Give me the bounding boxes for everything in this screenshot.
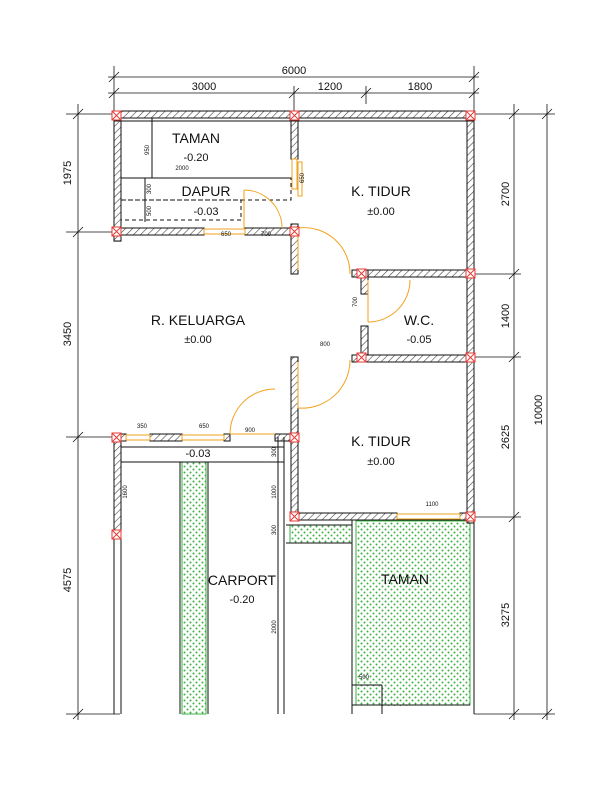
sdim-700-dapur: 700 [261,232,272,238]
dim-top-right: 1800 [408,81,432,93]
sdim-650-keluarga: 650 [199,424,210,430]
column-marker [465,268,476,279]
dim-left-1: 1975 [62,161,74,185]
sdim-500: 500 [147,205,153,216]
sdim-650-vert: 650 [300,172,306,183]
dim-right-2: 1400 [500,304,512,328]
window-tidur2 [396,513,461,520]
room-dapur-level: -0.03 [193,206,218,218]
dim-left-2: 3450 [62,322,74,346]
sdim-1100: 1100 [426,502,440,508]
room-tidur1-level: ±0.00 [367,206,394,218]
window-tidur1 [297,161,303,197]
room-carport-level: -0.20 [229,594,254,606]
dim-left-3: 4575 [62,568,74,592]
sdim-2000-carport: 2000 [272,620,278,634]
grass-carport-strip [181,461,207,715]
dim-top-left: 3000 [192,81,216,93]
column-markers [111,110,476,540]
column-marker [111,529,122,540]
grass-taman-notch [382,690,412,706]
sdim-300-rear: 300 [272,524,278,535]
column-marker [111,110,122,121]
window-keluarga [181,434,225,441]
column-marker [465,511,476,522]
dim-top-total: 6000 [282,65,306,77]
sdim-300-top: 300 [147,183,153,194]
sdim-1000: 1000 [272,485,278,499]
room-keluarga-name: R. KELUARGA [151,312,246,328]
room-tidur1-name: K. TIDUR [351,183,411,199]
room-dapur-name: DAPUR [181,183,230,199]
sdim-350: 350 [137,424,148,430]
sdim-700-wc: 700 [353,296,359,307]
window-dapur [203,228,246,235]
dim-right-total: 10000 [533,395,545,426]
column-marker [465,352,476,363]
column-marker [111,432,122,443]
room-taman-bottom-name: TAMAN [381,571,429,587]
dim-right-3: 2625 [500,425,512,449]
room-tidur2-level: ±0.00 [367,456,394,468]
sdim-950: 950 [145,144,151,155]
room-tidur2-name: K. TIDUR [351,433,411,449]
room-carport-name: CARPORT [208,572,277,588]
sdim-800: 800 [320,342,331,348]
column-marker [356,268,367,279]
room-wc-level: -0.05 [406,334,431,346]
column-marker [111,226,122,237]
room-keluarga-level: ±0.00 [184,334,211,346]
sdim-300-teras: 300 [272,446,278,457]
dim-right-1: 2700 [500,182,512,206]
sdim-650-window: 650 [221,232,232,238]
window-keluarga-left [125,434,151,441]
room-taman-top-level: -0.20 [183,152,208,164]
room-taman-top-name: TAMAN [172,130,220,146]
outline-lines [113,110,475,714]
dim-right-4: 3275 [500,603,512,627]
dimension-lines [66,66,555,720]
windows [125,158,461,520]
column-marker [289,432,300,443]
sdim-1600: 1600 [123,485,129,499]
window-dapur-right [291,158,298,190]
column-marker [289,511,300,522]
room-teras-level: -0.03 [185,448,210,460]
grass-areas [181,461,471,715]
doors [229,189,411,435]
sdim-2000-top: 2000 [175,166,189,172]
sdim-500-taman: 500 [359,675,370,681]
grass-rear-strip [289,524,353,544]
column-marker [289,110,300,121]
column-marker [289,226,300,237]
room-wc-name: W.C. [404,312,434,328]
grass-taman [355,520,471,706]
sdim-900: 900 [245,428,256,434]
column-marker [465,110,476,121]
dim-top-mid: 1200 [318,81,342,93]
column-marker [356,352,367,363]
